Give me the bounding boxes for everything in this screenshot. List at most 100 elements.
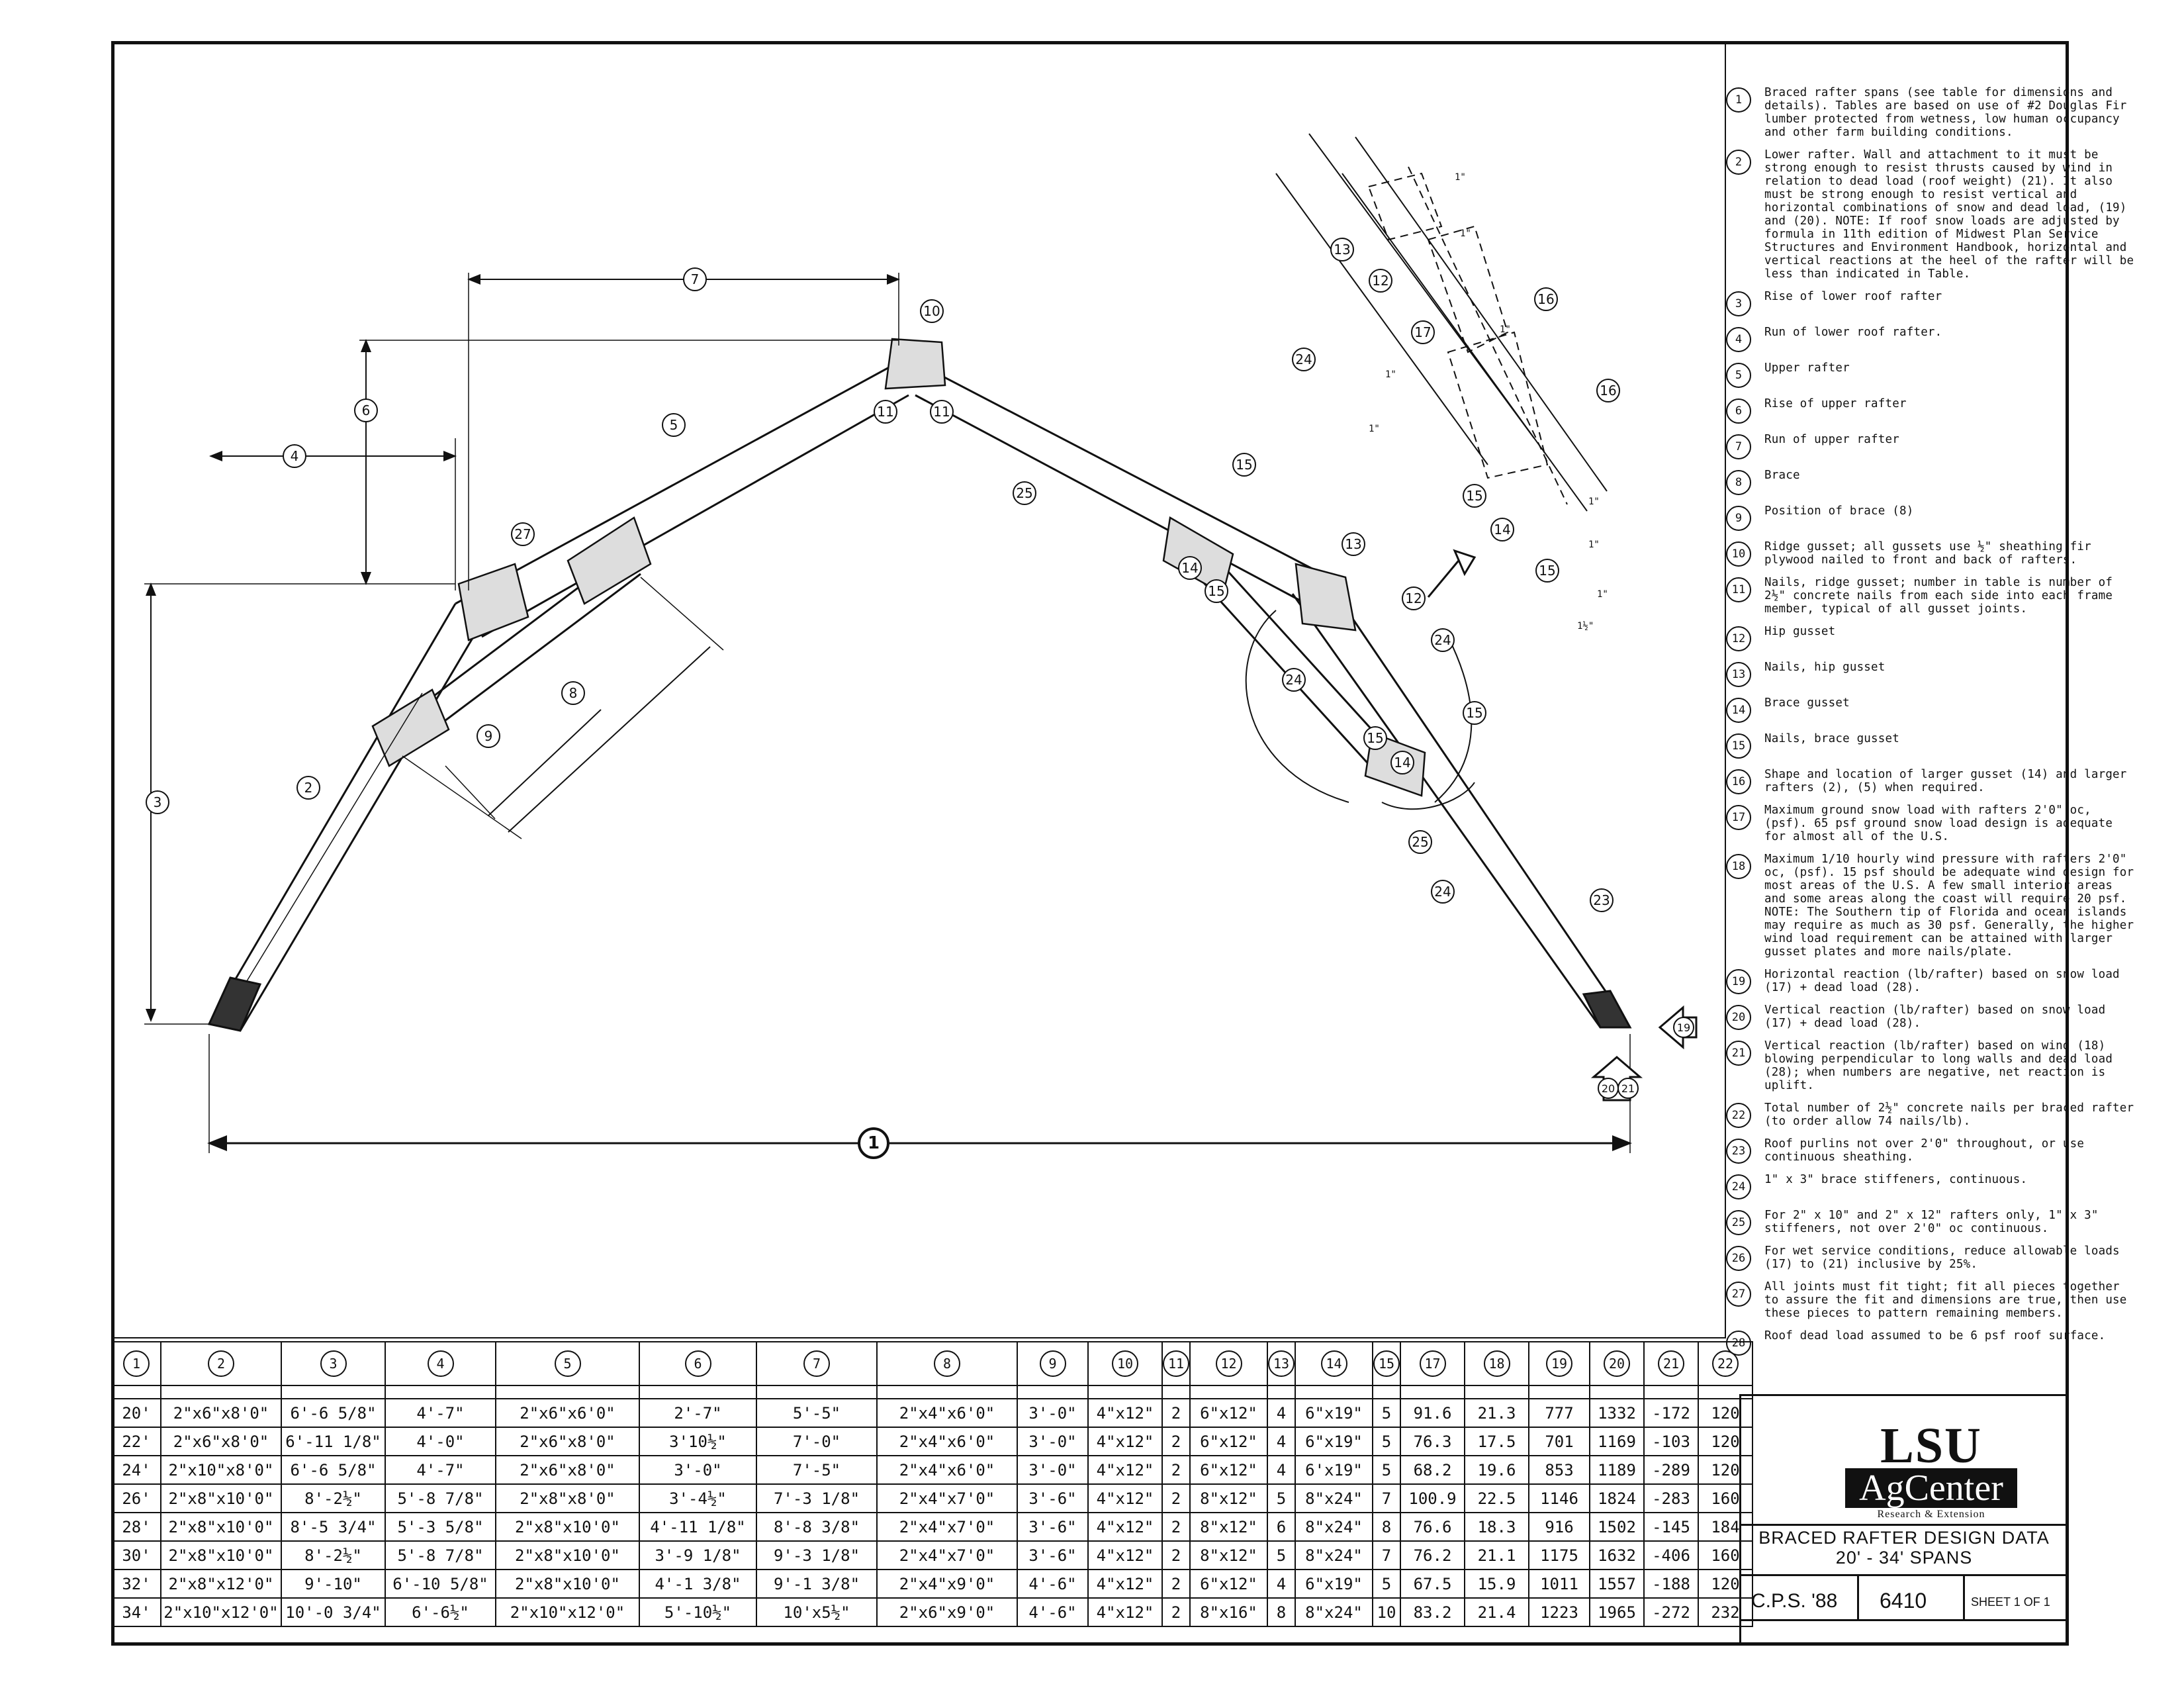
note-number: 11 [1726, 577, 1751, 602]
table-cell: 20' [111, 1398, 161, 1428]
table-cell: 6"x19" [1295, 1569, 1373, 1599]
table-row: 20'2"x6"x8'0"6'-6 5/8"4'-7"2"x6"x6'0"2'-… [111, 1398, 1753, 1428]
table-cell: 7'-5" [756, 1455, 878, 1485]
svg-text:6: 6 [362, 402, 371, 418]
left-lower-brace-gusset [371, 688, 450, 767]
note-text: For 2" x 10" and 2" x 12" rafters only, … [1764, 1209, 2099, 1235]
column-header: 3 [281, 1341, 386, 1386]
column-number: 10 [1112, 1350, 1138, 1377]
svg-text:13: 13 [1334, 242, 1350, 258]
table-cell: 83.2 [1400, 1597, 1465, 1627]
detail-dim: 1" [1597, 589, 1608, 600]
column-header: 14 [1295, 1341, 1373, 1386]
callout-detail-snow: 17 [1411, 320, 1435, 344]
title-block-divider [1963, 1574, 1965, 1619]
table-cell: 5 [1372, 1569, 1401, 1599]
table-cell: 6'-6 5/8" [281, 1398, 386, 1428]
svg-text:23: 23 [1593, 892, 1610, 908]
note-text: Nails, hip gusset [1764, 661, 1886, 674]
note-number: 2 [1726, 150, 1751, 175]
note-number: 22 [1726, 1103, 1751, 1128]
note-item: 11 Nails, ridge gusset; number in table i… [1726, 576, 2136, 616]
callout-ridge-nails-left: 11 [874, 400, 897, 424]
callout-brace-position: 9 [477, 724, 500, 748]
note-text: Total number of 2½" concrete nails per b… [1764, 1102, 2134, 1128]
drawing-subtitle-line: 20' - 34' SPANS [1835, 1548, 1973, 1568]
table-cell: 3'-6" [1017, 1540, 1089, 1570]
callouts: 1 2 3 4 5 6 7 8 9 10 11 11 27 25 15 14 1… [146, 238, 1694, 1159]
callout-wind-reaction: 21 [1617, 1078, 1639, 1099]
note-text: Nails, ridge gusset; number in table is … [1764, 576, 2113, 616]
table-cell: 5 [1372, 1455, 1401, 1485]
table-cell: 8"x24" [1295, 1512, 1373, 1542]
table-cell: 6"x12" [1189, 1455, 1268, 1485]
table-cell: 8"x12" [1189, 1512, 1268, 1542]
table-cell: 2 [1161, 1540, 1191, 1570]
table-cell: 701 [1528, 1427, 1590, 1456]
callout-joint-fit: 27 [511, 522, 535, 546]
callout-detail-brace-gusset: 14 [1490, 518, 1514, 541]
column-number: 20 [1604, 1350, 1630, 1377]
svg-text:12: 12 [1405, 590, 1422, 606]
table-cell: 1965 [1589, 1597, 1645, 1627]
table-cell: 2"x10"x12'0" [160, 1597, 282, 1627]
svg-text:27: 27 [514, 526, 531, 542]
table-cell: 2"x6"x9'0" [876, 1597, 1018, 1627]
svg-text:15: 15 [1539, 563, 1555, 579]
table-cell: 120 [1698, 1427, 1753, 1456]
table-cell: 1824 [1589, 1483, 1645, 1513]
table-cell: 2"x8"x10'0" [495, 1540, 640, 1570]
svg-text:24: 24 [1295, 352, 1312, 367]
detail-dim: 1" [1500, 324, 1511, 335]
table-cell: 21.1 [1464, 1540, 1529, 1570]
svg-text:19: 19 [1677, 1021, 1690, 1034]
note-text: For wet service conditions, reduce allow… [1764, 1244, 2120, 1271]
title-block: LSU AgCenter Research & Extension BRACED… [1739, 1394, 2069, 1646]
svg-text:15: 15 [1208, 583, 1224, 599]
table-cell: 7'-0" [756, 1427, 878, 1456]
table-cell: 4'-0" [385, 1427, 496, 1456]
table-cell: 3'-6" [1017, 1512, 1089, 1542]
table-cell: 19.6 [1464, 1455, 1529, 1485]
table-cell: 10'-0 3/4" [281, 1597, 386, 1627]
note-number: 9 [1726, 506, 1751, 531]
table-cell: 2"x4"x7'0" [876, 1512, 1018, 1542]
table-cell: 2"x4"x7'0" [876, 1540, 1018, 1570]
svg-text:8: 8 [569, 685, 578, 701]
note-text: Rise of upper rafter [1764, 397, 1907, 410]
table-cell: 6'-6½" [385, 1597, 496, 1627]
svg-text:7: 7 [691, 271, 700, 287]
svg-text:13: 13 [1345, 536, 1361, 552]
table-cell: 26' [111, 1483, 161, 1513]
svg-text:15: 15 [1466, 705, 1482, 721]
svg-text:15: 15 [1236, 457, 1252, 473]
column-header: 4 [385, 1341, 496, 1386]
callout-stiffener: 25 [1013, 481, 1036, 505]
table-cell: -103 [1643, 1427, 1699, 1456]
table-cell: 5 [1372, 1427, 1401, 1456]
column-header: 22 [1698, 1341, 1753, 1386]
svg-text:5: 5 [670, 417, 678, 433]
table-cell: 2"x6"x8'0" [495, 1427, 640, 1456]
note-text: Upper rafter [1764, 361, 1850, 375]
left-lower-rafter [207, 603, 486, 1032]
table-cell: 2'-7" [639, 1398, 757, 1428]
note-text: 1" x 3" brace stiffeners, continuous. [1764, 1173, 2028, 1186]
note-text: Shape and location of larger gusset (14)… [1764, 768, 2127, 794]
table-cell: 4"x12" [1087, 1512, 1163, 1542]
table-cell: 21.3 [1464, 1398, 1529, 1428]
svg-text:11: 11 [933, 404, 950, 420]
table-cell: 2"x6"x8'0" [160, 1398, 282, 1428]
table-cell: 1169 [1589, 1427, 1645, 1456]
table-cell: 3'-0" [1017, 1398, 1089, 1428]
table-cell: 4'-6" [1017, 1597, 1089, 1627]
table-cell: 1332 [1589, 1398, 1645, 1428]
